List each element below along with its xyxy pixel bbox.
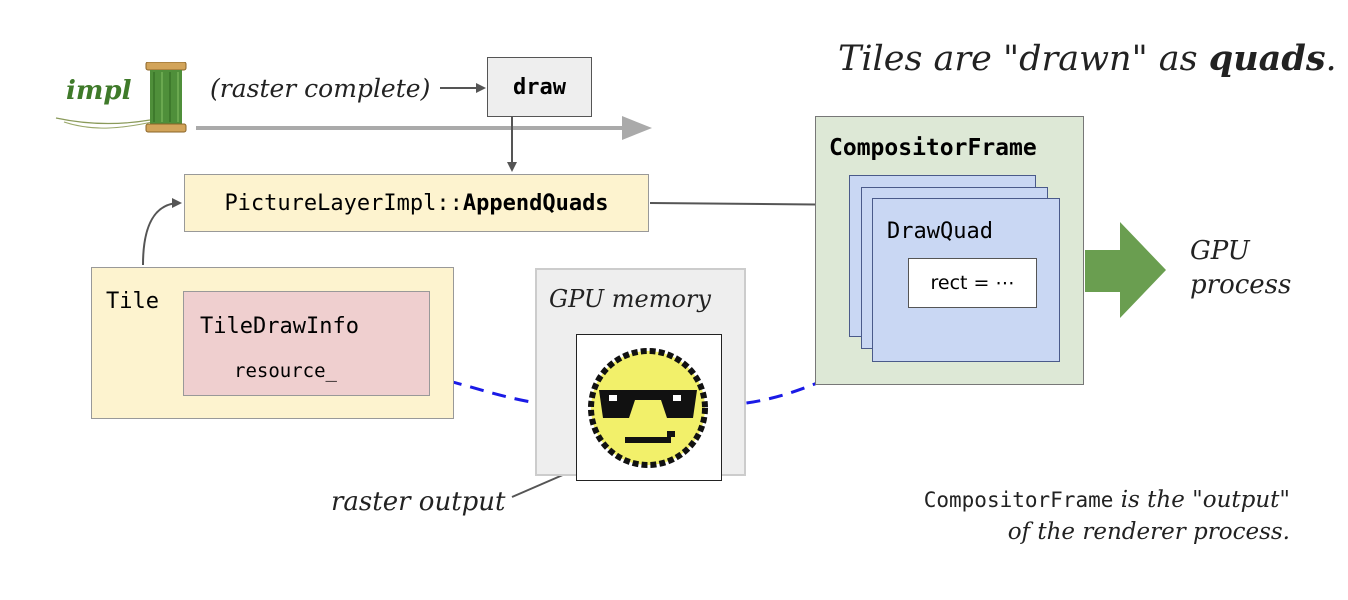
title-emphasis: quads: [1208, 38, 1326, 79]
impl-timeline-arrowhead: [622, 116, 652, 140]
impl-thread-label: impl: [66, 76, 132, 106]
draw-quad-label: DrawQuad: [887, 219, 993, 244]
rect-field-box: rect = ⋯: [908, 258, 1037, 308]
title-suffix: .: [1325, 39, 1337, 79]
footnote-line1-rest: is the "output": [1113, 487, 1290, 513]
footnote-line2: of the renderer process.: [1007, 519, 1290, 545]
sunglasses-smiley-icon: [588, 348, 708, 468]
tile-label: Tile: [106, 289, 159, 314]
compositor-frame-label: CompositorFrame: [829, 135, 1037, 161]
footnote-line1: CompositorFrame is the "output": [820, 484, 1290, 516]
tile-draw-info-label: TileDrawInfo: [200, 314, 359, 339]
title-prefix: Tiles are "drawn" as: [838, 39, 1209, 79]
tile-draw-info-box: [183, 291, 430, 396]
raster-image-box: [576, 334, 722, 481]
draw-box: draw: [487, 57, 592, 117]
diagram-title: Tiles are "drawn" as quads.: [838, 38, 1337, 79]
to-gpu-process-arrow: [1085, 222, 1166, 318]
append-quads-class: PictureLayerImpl::: [224, 190, 463, 216]
gpu-process-line2: process: [1190, 270, 1292, 300]
raster-complete-label: (raster complete): [210, 74, 431, 103]
thread-spool-icon: [55, 62, 187, 133]
append-quads-method: AppendQuads: [462, 190, 609, 216]
tile-to-appendquads-arrow: [142, 198, 182, 266]
gpu-process-line1: GPU: [1190, 236, 1250, 266]
raster-output-label: raster output: [331, 487, 506, 517]
footnote-code: CompositorFrame: [923, 488, 1114, 512]
gpu-memory-label: GPU memory: [549, 285, 711, 313]
gpu-process-label: GPU process: [1190, 234, 1291, 302]
append-quads-box: PictureLayerImpl::AppendQuads: [184, 174, 649, 232]
footnote: CompositorFrame is the "output" of the r…: [820, 484, 1290, 548]
resource-label: resource_: [234, 360, 337, 382]
